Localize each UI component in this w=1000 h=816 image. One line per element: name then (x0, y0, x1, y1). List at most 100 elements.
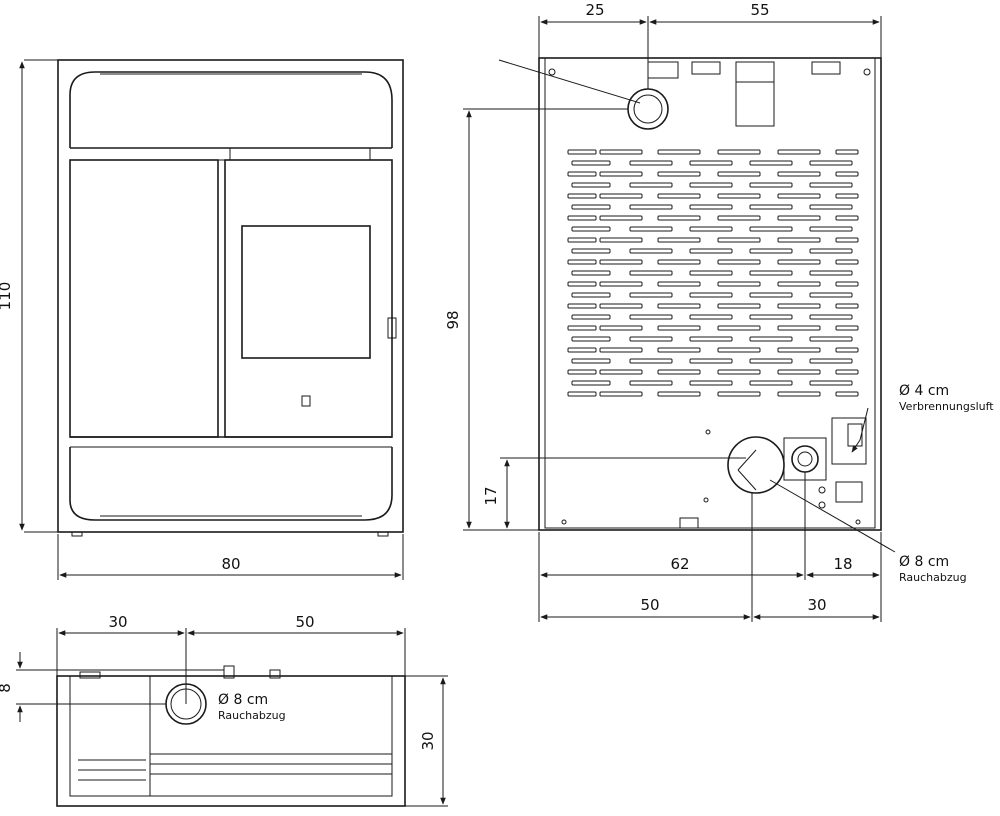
vent-slot (809, 182, 853, 188)
vent-slot (657, 281, 701, 287)
flue-name: Rauchabzug (899, 571, 967, 584)
vent-slot (717, 369, 761, 375)
vent-slot (835, 149, 859, 155)
vent-slot (657, 149, 701, 155)
combustion-air-name: Verbrennungsluft (899, 400, 994, 413)
vent-slot (835, 303, 859, 309)
vent-slot (835, 391, 859, 397)
back-bottom-left-label: 62 (670, 555, 689, 573)
vent-slot (777, 193, 821, 199)
vent-slot (571, 270, 611, 276)
vent-slot (657, 325, 701, 331)
power-socket (835, 481, 863, 503)
vent-slot (809, 226, 853, 232)
vent-slot (657, 237, 701, 243)
vent-slot (809, 160, 853, 166)
vent-slot (657, 303, 701, 309)
vent-slot (689, 358, 733, 364)
vent-slot (571, 380, 611, 386)
front-width-label: 80 (221, 555, 240, 573)
vent-slot (629, 248, 673, 254)
vent-slot (657, 193, 701, 199)
vent-slot (835, 347, 859, 353)
back-bottom2-right-label: 30 (807, 596, 826, 614)
vent-slot (835, 237, 859, 243)
vent-slot (657, 171, 701, 177)
top-offset-label: 8 (0, 683, 14, 693)
vent-slot (571, 226, 611, 232)
vent-slot (599, 149, 643, 155)
vent-slot (717, 237, 761, 243)
vent-slot (749, 160, 793, 166)
vent-slot (567, 347, 597, 353)
vent-slot (571, 248, 611, 254)
back-view: 25 55 98 17 62 18 50 30 Ø 4 cm Verbrennu… (444, 1, 994, 622)
vent-slot (777, 391, 821, 397)
back-low-height-label: 17 (482, 486, 500, 505)
front-height-label: 110 (0, 282, 14, 311)
vent-slot (599, 259, 643, 265)
vent-slot (717, 281, 761, 287)
vent-slot (809, 270, 853, 276)
vent-slot (749, 314, 793, 320)
vent-slot (567, 237, 597, 243)
back-bottom-right-label: 18 (833, 555, 852, 573)
vent-slot (749, 248, 793, 254)
vent-slot (599, 391, 643, 397)
vent-slot (629, 204, 673, 210)
vent-slot (567, 303, 597, 309)
vent-slot (835, 259, 859, 265)
vent-slot (567, 369, 597, 375)
flue-pipe (727, 436, 785, 494)
front-outer-frame (57, 59, 404, 533)
flue-diameter: Ø 8 cm (899, 554, 949, 570)
vent-slot (571, 160, 611, 166)
vent-slot (717, 171, 761, 177)
vent-slot (629, 160, 673, 166)
vent-slot (567, 171, 597, 177)
vent-slot (835, 193, 859, 199)
vent-slot (809, 204, 853, 210)
vent-slot (717, 325, 761, 331)
front-logo (301, 395, 311, 407)
vent-slot (599, 237, 643, 243)
vent-slot (689, 314, 733, 320)
vent-slot (809, 358, 853, 364)
front-view: 110 80 (0, 59, 404, 580)
vent-slot (629, 336, 673, 342)
vent-slot (657, 347, 701, 353)
vent-slot (567, 259, 597, 265)
door-handle (387, 317, 397, 339)
vent-slot (629, 292, 673, 298)
vent-slot (657, 391, 701, 397)
vent-slot (629, 182, 673, 188)
vent-slot (599, 325, 643, 331)
back-height-label: 98 (444, 310, 462, 329)
vent-slot (717, 259, 761, 265)
vent-slot (689, 292, 733, 298)
vent-slot (717, 149, 761, 155)
vent-slot (717, 391, 761, 397)
vent-slot (567, 325, 597, 331)
vent-slot (809, 314, 853, 320)
front-right-door (224, 159, 393, 438)
ventilation-slots (567, 149, 859, 397)
vent-slot (657, 215, 701, 221)
front-viewing-window (241, 225, 371, 359)
vent-slot (657, 259, 701, 265)
vent-slot (571, 204, 611, 210)
vent-slot (567, 193, 597, 199)
vent-slot (749, 226, 793, 232)
vent-slot (809, 248, 853, 254)
top-depth-label: 30 (419, 731, 437, 750)
vent-slot (689, 204, 733, 210)
combustion-air-diameter: Ø 4 cm (899, 383, 949, 399)
vent-slot (749, 270, 793, 276)
vent-slot (599, 369, 643, 375)
front-top-panel (69, 71, 393, 148)
vent-slot (629, 358, 673, 364)
vent-slot (599, 281, 643, 287)
vent-slot (777, 369, 821, 375)
back-bottom2-left-label: 50 (640, 596, 659, 614)
